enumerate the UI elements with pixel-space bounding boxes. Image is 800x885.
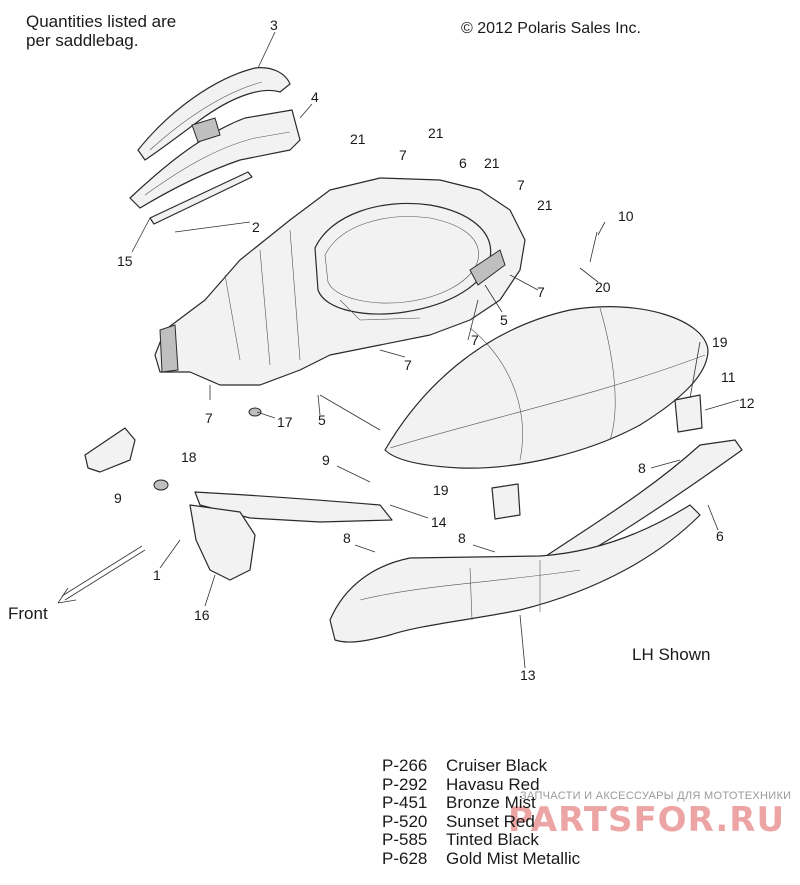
saddlebag-shell: [154, 177, 526, 386]
watermark-tagline: ЗАПЧАСТИ И АКСЕССУАРЫ ДЛЯ МОТОТЕХНИКИ: [520, 790, 792, 802]
part-19-plate: [491, 483, 521, 520]
callout-4: 4: [311, 89, 319, 105]
callout-5b: 5: [318, 412, 326, 428]
callout-5a: 5: [500, 312, 508, 328]
part-9-bracket: [84, 427, 136, 473]
legend-code: P-451: [382, 793, 428, 812]
callout-20: 20: [595, 279, 611, 295]
part-6-rail: [539, 439, 743, 571]
callout-11: 11: [721, 369, 736, 385]
part-14-side-trim: [194, 491, 393, 523]
callout-1: 1: [153, 567, 161, 583]
callout-17: 17: [277, 414, 293, 430]
part-10-stud: [589, 231, 598, 263]
callout-7b: 7: [517, 177, 525, 193]
callout-16: 16: [194, 607, 210, 623]
callout-8a: 8: [638, 460, 646, 476]
legend-name: Havasu Red: [446, 774, 540, 794]
callout-7f: 7: [205, 410, 213, 426]
callout-15: 15: [117, 253, 133, 269]
part-15-strip: [149, 171, 253, 225]
color-legend: P-266 Cruiser Black P-292 Havasu Red P-451…: [382, 756, 581, 869]
part-18-grommet: [153, 479, 169, 491]
callout-6b: 6: [716, 528, 724, 544]
legend-code: P-292: [382, 774, 428, 794]
callout-18: 18: [181, 449, 197, 465]
callout-2: 2: [252, 219, 260, 235]
legend-row: P-628 Gold Mist Metallic: [382, 848, 581, 869]
callout-6a: 6: [459, 155, 467, 171]
callout-7d: 7: [471, 332, 479, 348]
leader-lines: [131, 31, 740, 669]
callout-14: 14: [431, 514, 447, 530]
outer-cover: [384, 306, 709, 469]
callout-21d: 21: [537, 197, 553, 213]
legend-row: P-520 Sunset Red: [382, 811, 580, 832]
legend-row: P-292 Havasu Red: [382, 774, 580, 795]
legend-name: Tinted Black: [446, 830, 539, 849]
part-12-plate: [674, 394, 703, 433]
callout-7e: 7: [404, 357, 412, 373]
legend-code: P-520: [382, 811, 428, 831]
legend-name: Gold Mist Metallic: [446, 848, 581, 868]
front-arrow: [57, 545, 146, 604]
copyright-text: © 2012 Polaris Sales Inc.: [461, 20, 641, 37]
legend-code: P-585: [382, 830, 428, 849]
legend-row: P-266 Cruiser Black: [382, 756, 580, 776]
legend-code: P-266: [382, 756, 428, 775]
side-label: LH Shown: [632, 645, 710, 664]
part-3-lid-trim: [137, 67, 291, 161]
callout-7a: 7: [399, 147, 407, 163]
legend-name: Sunset Red: [446, 811, 535, 831]
part-17-grommet: [248, 407, 262, 417]
callout-numbers: 3 4 21 21 7 6 21 7 21 10 2 15 7 20 5 7 7…: [8, 17, 755, 683]
callout-21b: 21: [428, 125, 444, 141]
callout-10: 10: [618, 208, 634, 224]
callout-9b: 9: [114, 490, 122, 506]
callout-3: 3: [270, 17, 278, 33]
callout-19b: 19: [433, 482, 449, 498]
legend-row: P-451 Bronze Mist: [382, 793, 580, 813]
part-13-lower-bag: [329, 504, 701, 643]
legend-code: P-628: [382, 848, 428, 868]
watermark-logo: PARTSFOR.RU: [508, 800, 786, 840]
legend-name: Cruiser Black: [446, 756, 548, 775]
callout-13: 13: [520, 667, 536, 683]
legend-name: Bronze Mist: [446, 793, 536, 812]
callout-21a: 21: [350, 131, 366, 147]
quantity-note: Quantities listed are per saddlebag.: [26, 12, 177, 50]
callout-8b: 8: [343, 530, 351, 546]
part-4-lid-rail: [129, 109, 301, 209]
legend-row: P-585 Tinted Black: [382, 830, 580, 850]
callout-12: 12: [739, 395, 755, 411]
callout-19a: 19: [712, 334, 728, 350]
callout-8c: 8: [458, 530, 466, 546]
front-label: Front: [8, 604, 48, 623]
callout-21c: 21: [484, 155, 500, 171]
part-16-front-panel: [189, 504, 256, 581]
callout-9a: 9: [322, 452, 330, 468]
callout-7c: 7: [537, 284, 545, 300]
